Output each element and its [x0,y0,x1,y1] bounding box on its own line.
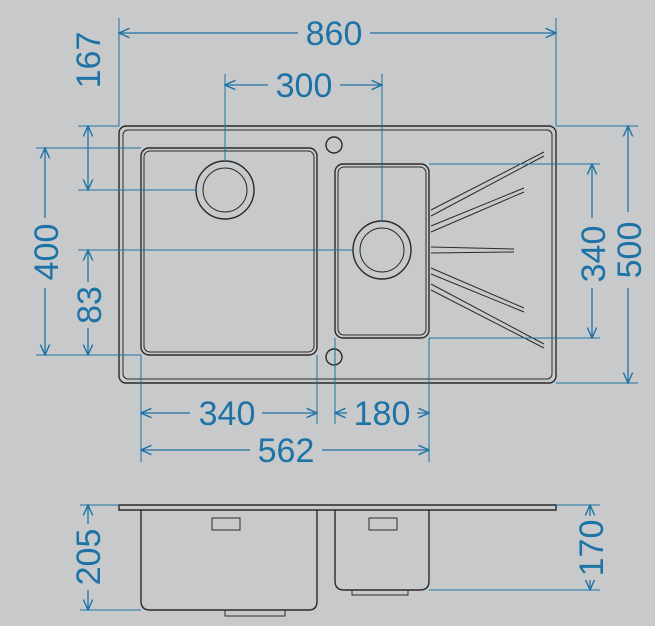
sink-side-view [118,504,557,617]
side-rim [118,504,557,511]
label-overall-width: 860 [306,15,363,53]
sink-top-view [118,125,557,384]
label-drain-offset: 300 [276,67,333,105]
side-large-bowl [140,510,318,611]
side-small-bowl-drain [351,590,409,596]
sink-inner-rim [122,129,553,380]
label-big-bowl-depth: 205 [70,529,108,586]
side-large-bowl-overflow [211,517,241,531]
label-overall-depth: 500 [611,222,649,279]
side-small-bowl-overflow [368,517,398,531]
drainer-grooves [430,151,545,349]
label-top-margin: 167 [70,32,108,89]
small-bowl-drain-outer [352,220,412,280]
overflow-hole [325,348,343,366]
large-bowl [140,147,318,356]
side-large-bowl-drain [224,610,286,617]
label-bottom-offset: 83 [71,286,109,324]
large-bowl-drain-inner [202,167,248,213]
label-bowls-total-width: 562 [258,432,315,470]
large-bowl-inner-edge [143,150,315,353]
label-small-bowl-height: 340 [575,226,613,283]
label-small-bowl-depth: 170 [573,520,611,577]
label-bowl-height: 400 [28,224,66,281]
label-small-bowl-width: 180 [354,395,411,433]
small-bowl-drain-inner [359,227,405,273]
side-small-bowl [334,510,430,591]
sink-outer-rim [118,125,557,384]
label-big-bowl-width: 340 [199,395,256,433]
large-bowl-drain-outer [195,160,255,220]
tap-hole [325,136,343,154]
